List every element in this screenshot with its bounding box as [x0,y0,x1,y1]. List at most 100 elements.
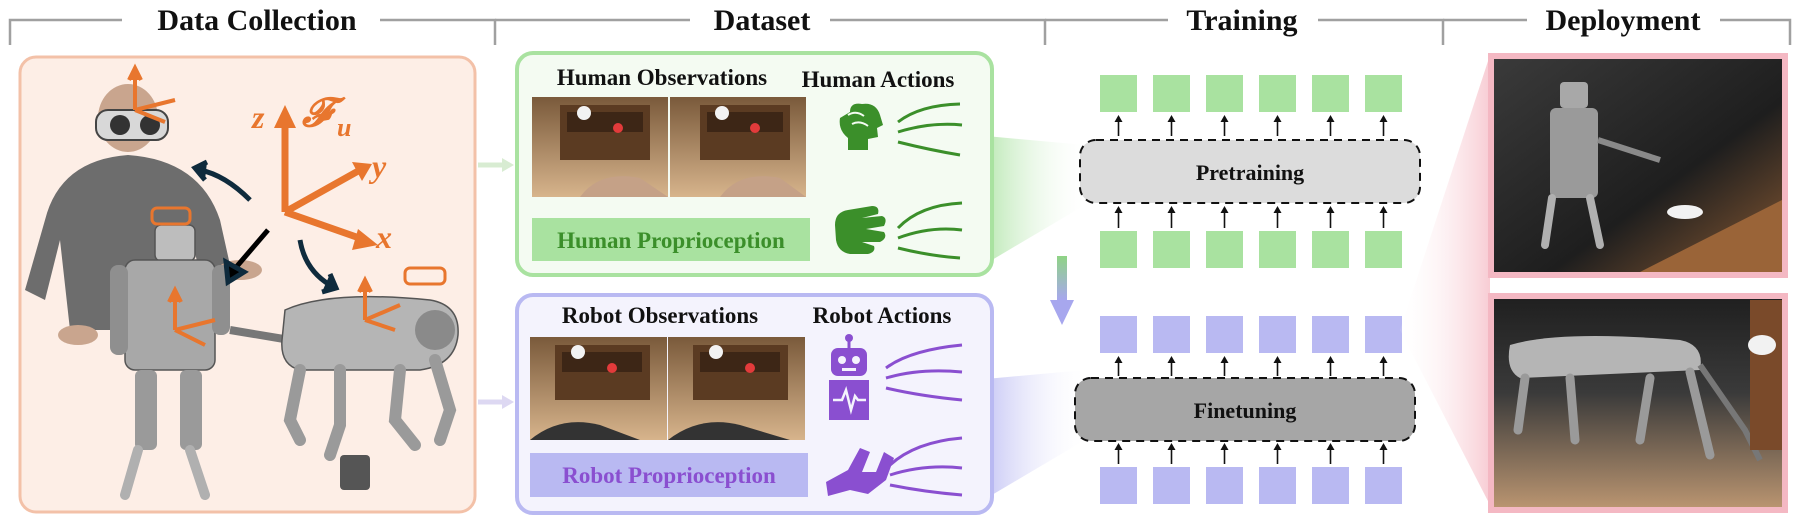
finetuning-label: Finetuning [1194,398,1297,423]
pretrain-output-token [1153,75,1190,112]
finetune-output-token [1153,316,1190,353]
robot-observation-image-1 [530,337,667,440]
pretraining-label: Pretraining [1196,160,1304,185]
token-arrows [1114,115,1388,464]
robot-action-curves-1 [885,343,963,402]
frame-fu: z 𝓕 u y x [251,90,392,255]
deployment-photo-quadruped [1494,299,1782,507]
finetune-output-token [1365,316,1402,353]
pretrain-input-token [1259,231,1296,268]
arrow-head [1114,356,1123,363]
quadruped-frame-axes [357,275,401,332]
finetune-output-token [1312,316,1349,353]
data-collection-panel: z 𝓕 u y x [18,55,477,514]
human-dataset-panel: Human Observations Human Actions [515,51,1085,277]
gripper-icon [826,448,894,496]
robot-dataset-panel: Robot Observations Robot Actions [515,293,1085,515]
arrow-head [1220,206,1229,213]
arrow-head [1273,115,1282,122]
finetune-input-token [1206,467,1243,504]
robot-proprioception-label: Robot Proprioception [562,463,776,488]
robot-observations-label: Robot Observations [562,303,758,328]
pretrain-input-token [1153,231,1190,268]
collection-to-dataset-arrows [478,158,514,409]
robot-actions-label: Robot Actions [813,303,952,328]
header-dataset: Dataset [714,4,811,37]
finetune-input-token [1312,467,1349,504]
finetune-input-tokens [1100,467,1402,504]
arrow-head [1220,443,1229,450]
arrow-head [1114,206,1123,213]
retarget-arrows [191,159,340,295]
torso-frame-axes [167,285,216,347]
axis-y-label: y [368,148,387,184]
head-frame-axes [127,63,176,124]
human-proprioception-label: Human Proprioception [557,228,785,253]
axis-x-label: x [375,219,392,255]
hand-icon [835,206,886,254]
arrow-head [1379,356,1388,363]
arrow-head [1114,443,1123,450]
pretrain-output-token [1259,75,1296,112]
finetune-output-tokens [1100,316,1402,353]
deployment-humanoid-robot [1541,82,1782,272]
deployment-section [1488,53,1788,513]
human-actions-label: Human Actions [802,67,955,92]
arrow-head [1167,115,1176,122]
arrow-head [1273,356,1282,363]
human-action-curves-1 [897,102,963,157]
arrow-head [1114,115,1123,122]
quadruped-robot-figure [281,266,459,490]
pretrain-output-token [1312,75,1349,112]
training-to-deployment-fan [1400,55,1490,505]
arrow-head [1326,206,1335,213]
finetune-input-token [1100,467,1137,504]
human-action-curves-2 [896,201,963,260]
robot-proprioception-bar [530,453,808,497]
finetune-input-token [1153,467,1190,504]
finetune-output-token [1259,316,1296,353]
robot-action-curves-2 [888,436,963,497]
arrow-head [1167,206,1176,213]
human-observations-label: Human Observations [557,65,767,90]
arrow-head [1167,356,1176,363]
header-data-collection: Data Collection [157,4,356,37]
arrow-head [1273,206,1282,213]
header-deployment: Deployment [1546,4,1701,37]
arrow-head [1273,443,1282,450]
section-headers: Data Collection Dataset Training Deploym… [8,4,1792,45]
pretrain-output-token [1206,75,1243,112]
arrow-head [1220,115,1229,122]
finetune-input-token [1365,467,1402,504]
pretrain-input-token [1312,231,1349,268]
arrow-head [1326,356,1335,363]
pretrain-input-token [1100,231,1137,268]
robot-icon [831,334,867,376]
finetune-output-token [1206,316,1243,353]
human-observation-image-1 [532,97,668,197]
arrow-head [1220,356,1229,363]
finetune-input-token [1259,467,1296,504]
pretrain-output-token [1100,75,1137,112]
pretrain-to-finetune-arrow [1050,256,1074,325]
human-proprioception-bar [532,218,810,261]
finetuning-block [1074,377,1416,442]
pretrain-output-token [1365,75,1402,112]
pretrain-output-tokens [1100,75,1402,112]
axis-z-label: z [251,99,265,135]
arrow-head [1167,443,1176,450]
brain-head-icon [839,103,883,150]
arrow-head [1326,115,1335,122]
finetune-output-token [1100,316,1137,353]
arrow-head [1379,443,1388,450]
arrow-head [1379,206,1388,213]
frame-subscript: u [337,113,351,142]
pretrain-input-token [1206,231,1243,268]
pulse-monitor-icon [829,380,869,420]
training-section: Pretraining Finetuning [1050,75,1421,504]
pretrain-input-tokens [1100,231,1402,268]
arrow-head [1326,443,1335,450]
robot-observation-image-2 [668,337,805,440]
human-observation-image-2 [670,97,806,197]
